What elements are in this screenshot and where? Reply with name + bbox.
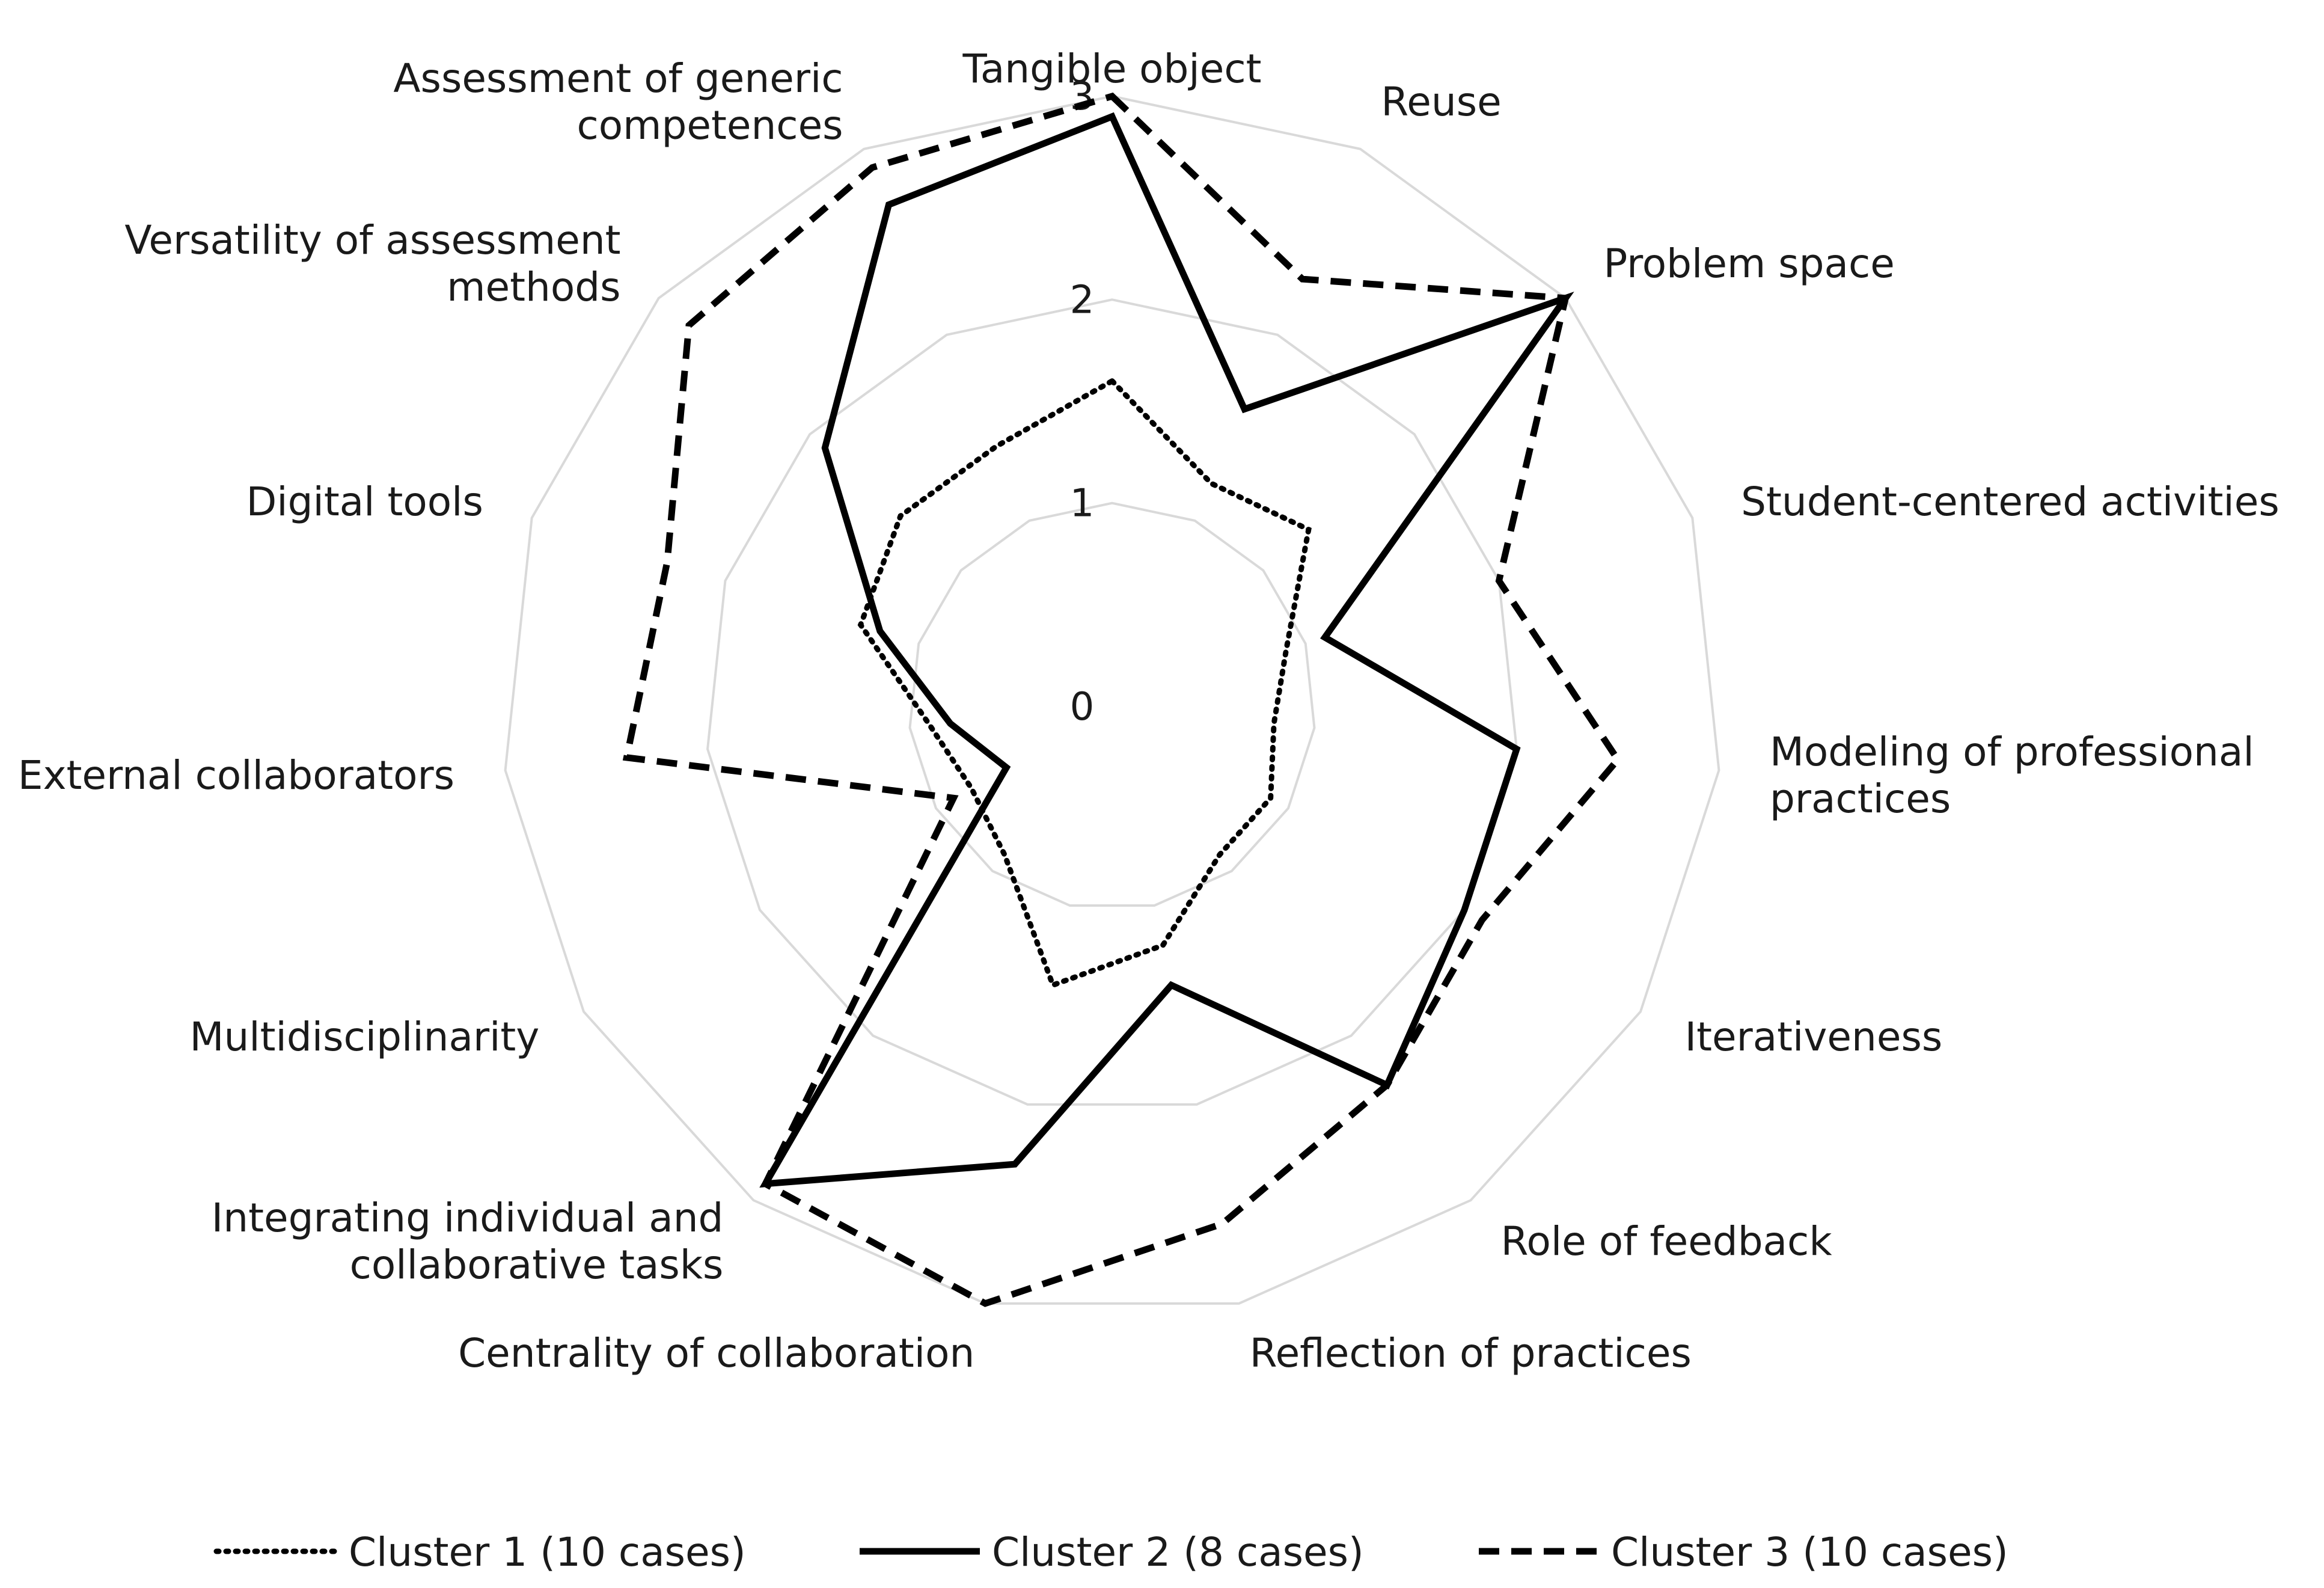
axis-label: Digital tools	[246, 479, 483, 525]
axis-label-line: Versatility of assessment	[124, 217, 620, 263]
grid-ring-3	[504, 94, 1720, 1305]
grid-ring-2	[706, 298, 1518, 1106]
series-line-cluster-1	[857, 378, 1312, 989]
tick-label: 3	[1070, 75, 1095, 119]
axis-label-line: Integrating individual and	[212, 1195, 724, 1241]
axis-label-line: methods	[447, 264, 620, 310]
axis-label-line: Student-centered activities	[1741, 479, 2280, 525]
axis-label-line: Multidisciplinarity	[190, 1014, 540, 1060]
legend: Cluster 1 (10 cases) Cluster 2 (8 cases) C…	[213, 1529, 2008, 1575]
legend-label: Cluster 1 (10 cases)	[349, 1529, 746, 1575]
series-lines	[622, 92, 1622, 1307]
legend-label: Cluster 2 (8 cases)	[992, 1529, 1364, 1575]
tick-label: 0	[1070, 685, 1095, 729]
axis-label: Multidisciplinarity	[190, 1014, 540, 1060]
axis-label: Problem space	[1603, 241, 1894, 287]
axis-label-line: Centrality of collaboration	[458, 1330, 974, 1376]
axis-label-line: practices	[1770, 776, 1951, 822]
axis-label-line: collaborative tasks	[350, 1242, 724, 1288]
tick-labels: 0 1 2 3	[1070, 75, 1095, 729]
axis-label-line: competences	[577, 102, 843, 149]
tick-label: 1	[1070, 482, 1095, 526]
tick-label: 2	[1070, 278, 1095, 322]
axis-label: Student-centered activities	[1741, 479, 2280, 525]
axis-label-line: Assessment of generic	[393, 55, 843, 102]
axis-label-line: Role of feedback	[1501, 1218, 1833, 1265]
grid	[504, 94, 1720, 1305]
series-line-cluster-3	[622, 92, 1622, 1307]
axis-label-line: Iterativeness	[1685, 1014, 1943, 1060]
axis-label: Centrality of collaboration	[458, 1330, 974, 1376]
axis-label: Reflection of practices	[1250, 1330, 1692, 1376]
axis-label: Iterativeness	[1685, 1014, 1943, 1060]
series-line-cluster-2	[759, 112, 1574, 1188]
axis-label: External collaborators	[18, 752, 454, 799]
axis-label: Reuse	[1381, 79, 1501, 125]
legend-label: Cluster 3 (10 cases)	[1611, 1529, 2008, 1575]
grid-ring-1	[908, 501, 1316, 907]
axis-label-line: Problem space	[1603, 241, 1894, 287]
axis-label-line: Reflection of practices	[1250, 1330, 1692, 1376]
axis-label-line: External collaborators	[18, 752, 454, 799]
axis-label-line: Reuse	[1381, 79, 1501, 125]
axis-label-line: Tangible object	[962, 46, 1261, 92]
axis-label-line: Digital tools	[246, 479, 483, 525]
axis-label-line: Modeling of professional	[1770, 729, 2254, 775]
axis-label: Tangible object	[962, 46, 1261, 92]
axis-label: Role of feedback	[1501, 1218, 1833, 1265]
